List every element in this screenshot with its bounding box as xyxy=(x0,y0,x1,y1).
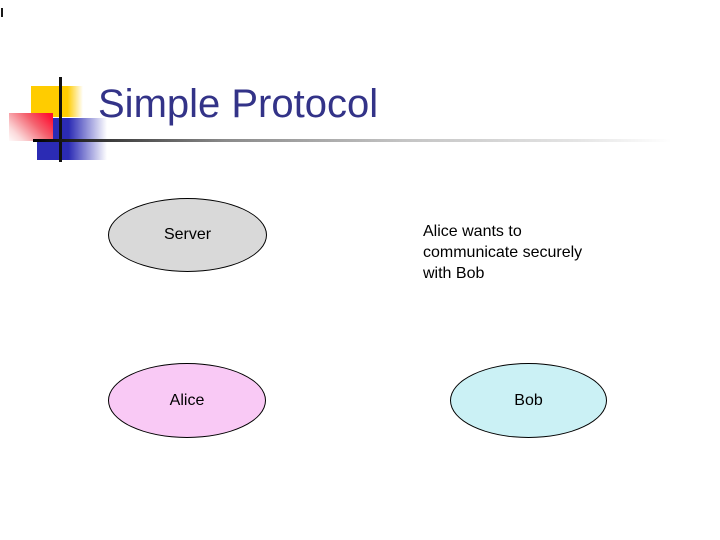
ornament-vertical-line xyxy=(59,77,62,162)
ornament-red-square xyxy=(9,113,53,141)
alice-ellipse: Alice xyxy=(108,363,266,438)
annotation-line-3: with Bob xyxy=(423,265,485,282)
server-ellipse: Server xyxy=(108,198,267,272)
annotation-text-block: Alice wants to communicate securely with… xyxy=(423,221,643,284)
title-underline-rule xyxy=(33,139,672,142)
bob-ellipse: Bob xyxy=(450,363,607,438)
bob-ellipse-label: Bob xyxy=(514,391,543,409)
ornament-yellow-square xyxy=(31,86,83,117)
alice-ellipse-label: Alice xyxy=(169,391,205,409)
corner-tick-mark xyxy=(1,8,3,17)
annotation-line-1: Alice wants to xyxy=(423,223,522,240)
annotation-line-2: communicate securely xyxy=(423,244,583,261)
server-ellipse-label: Server xyxy=(163,226,212,243)
slide-title: Simple Protocol xyxy=(98,82,379,126)
